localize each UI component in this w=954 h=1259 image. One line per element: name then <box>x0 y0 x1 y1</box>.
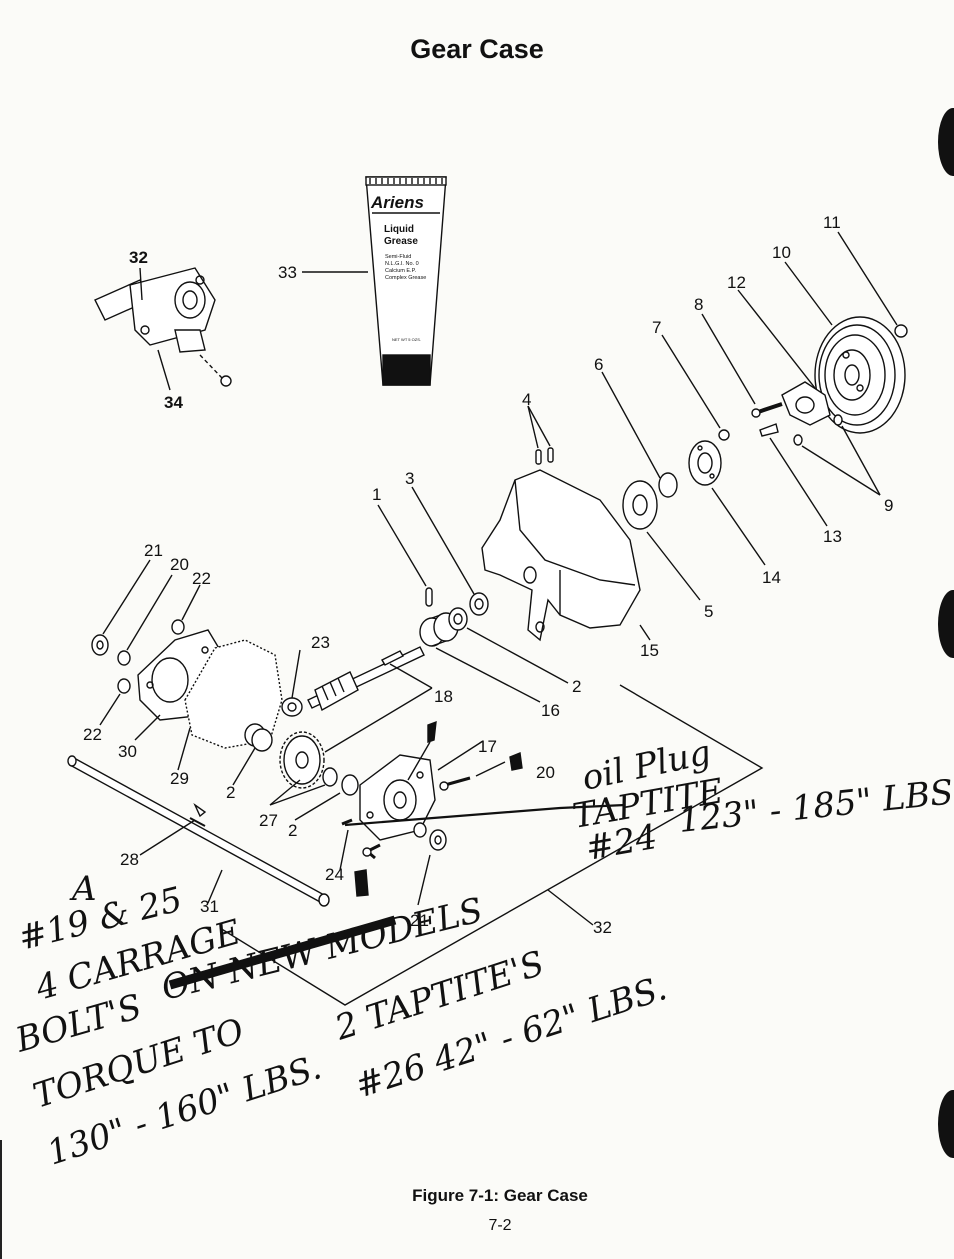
grease-tube-spec-2: Calcium E.P. <box>385 268 417 274</box>
grease-tube-brand: Ariens <box>370 193 424 212</box>
callout-18: 18 <box>434 687 453 706</box>
part-8-bolt <box>751 402 783 418</box>
callout-33: 33 <box>278 263 297 282</box>
callout-6: 6 <box>594 355 603 374</box>
grease-tube-spec-3: Complex Grease <box>385 275 426 281</box>
callout-20-right: 20 <box>536 763 555 782</box>
page-edge-marker <box>938 590 954 658</box>
callout-34: 34 <box>164 393 183 412</box>
callout-2-upper: 2 <box>572 677 581 696</box>
callout-20-left: 20 <box>170 555 189 574</box>
callout-32-top: 32 <box>129 248 148 267</box>
callout-2-mid: 2 <box>288 821 297 840</box>
part-12-hub <box>781 381 831 426</box>
part-5-flange <box>622 480 658 530</box>
callout-10: 10 <box>772 243 791 262</box>
callout-17: 17 <box>478 737 497 756</box>
callout-2-lower: 2 <box>226 783 235 802</box>
part-14-flange-bearing <box>688 440 722 486</box>
part-33-grease-tube <box>365 176 447 386</box>
callout-22-upper: 22 <box>192 569 211 588</box>
handwritten-ref-a: A <box>69 869 97 909</box>
callout-29: 29 <box>170 769 189 788</box>
part-31-auger-shaft <box>67 755 330 907</box>
part-29-gasket <box>184 639 283 749</box>
part-15-auger-housing <box>481 469 641 642</box>
page-title: Gear Case <box>410 34 544 64</box>
page-edge-marker <box>938 108 954 176</box>
callout-8: 8 <box>694 295 703 314</box>
part-23-bushing <box>281 697 303 717</box>
page-number: 7-2 <box>488 1217 512 1234</box>
callout-21-left: 21 <box>144 541 163 560</box>
callout-22-lower: 22 <box>83 725 102 744</box>
callout-21-right: 21 <box>410 911 429 930</box>
callout-7: 7 <box>652 318 661 337</box>
strike-through-mark <box>168 915 397 990</box>
grease-tube-line2: Grease <box>384 236 418 247</box>
callout-1: 1 <box>372 485 381 504</box>
callout-3: 3 <box>405 469 414 488</box>
callout-11: 11 <box>823 213 841 232</box>
grease-tube-spec-1: N.L.G.I. No. 0 <box>385 261 419 267</box>
callout-15: 15 <box>640 641 659 660</box>
part-18-worm-shaft <box>307 646 425 712</box>
callout-5: 5 <box>704 602 713 621</box>
part-32-gear-case-assembly <box>94 267 232 387</box>
callout-32-bottom: 32 <box>593 918 612 937</box>
page-edge-marker <box>938 1090 954 1158</box>
callout-13: 13 <box>823 527 842 546</box>
callout-14: 14 <box>762 568 781 587</box>
scan-edge-line <box>0 1140 2 1259</box>
grease-tube-spec-0: Semi-Fluid <box>385 254 411 260</box>
grease-tube-line1: Liquid <box>384 224 414 235</box>
part-2-bushing <box>244 723 273 752</box>
callout-28: 28 <box>120 850 139 869</box>
part-10-pulley <box>814 316 906 434</box>
callout-23: 23 <box>311 633 330 652</box>
callout-9: 9 <box>884 496 893 515</box>
grease-tube-net-weight: NET WT 5 OZS. <box>392 337 421 342</box>
callout-30: 30 <box>118 742 137 761</box>
callout-16: 16 <box>541 701 560 720</box>
callout-24: 24 <box>325 865 344 884</box>
callout-4: 4 <box>522 390 531 409</box>
figure-caption: Figure 7-1: Gear Case <box>412 1186 588 1205</box>
callout-27: 27 <box>259 811 278 830</box>
callout-12: 12 <box>727 273 746 292</box>
part-27-gear <box>279 731 325 789</box>
callout-31: 31 <box>200 897 219 916</box>
